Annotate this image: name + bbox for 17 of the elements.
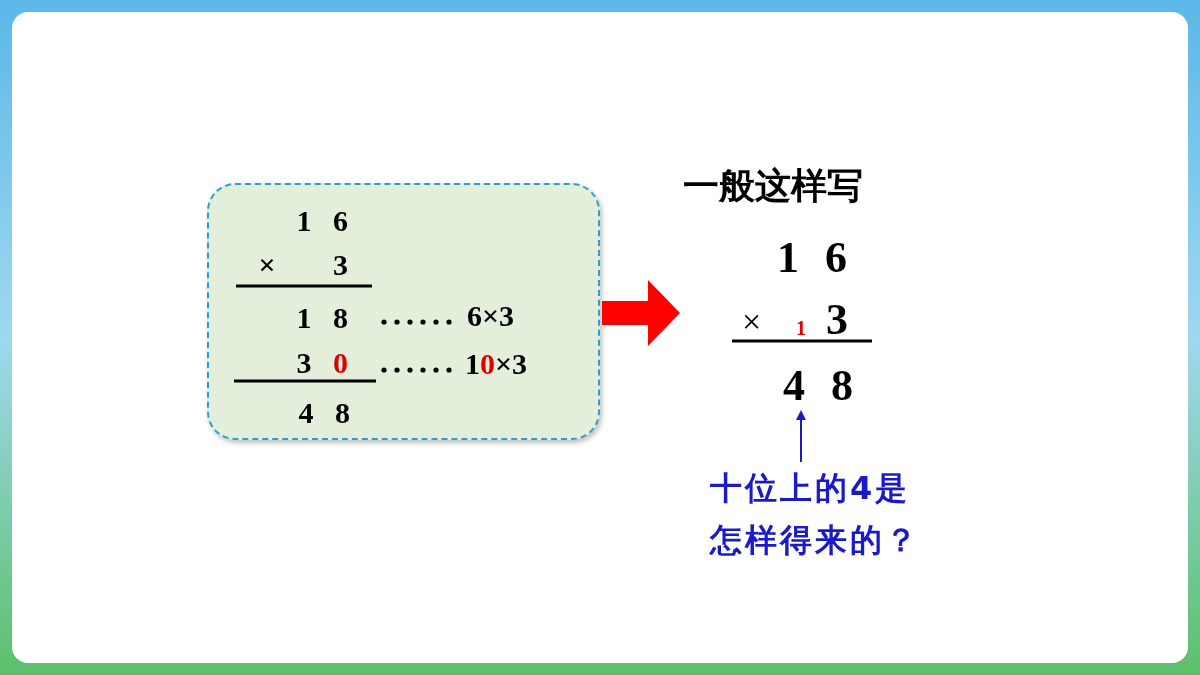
number-row: 1 6 <box>777 233 847 283</box>
question-text: 十位上的4是怎样得来的？ <box>710 468 921 561</box>
multiply-sign: × <box>742 302 762 342</box>
multiplier-row-text: × 3 <box>258 247 348 283</box>
product-row-text: 4 8 <box>298 395 350 431</box>
partial-product-row-text: 1 8 <box>296 300 348 336</box>
carry-digit: 1 <box>796 316 806 340</box>
arrow <box>796 410 806 463</box>
equation-label: 10×3 <box>465 346 528 382</box>
number-row-text: 1 6 <box>296 203 348 239</box>
calculation-box <box>207 183 600 440</box>
multiplier-digit: 3 <box>826 295 848 345</box>
equation-label: 6×3 <box>467 298 515 334</box>
block-arrow <box>602 280 680 346</box>
product-row: 4 8 <box>783 362 853 410</box>
partial-product-row-text: 3 0 <box>296 345 348 381</box>
heading: 一般这样写 <box>683 165 863 207</box>
